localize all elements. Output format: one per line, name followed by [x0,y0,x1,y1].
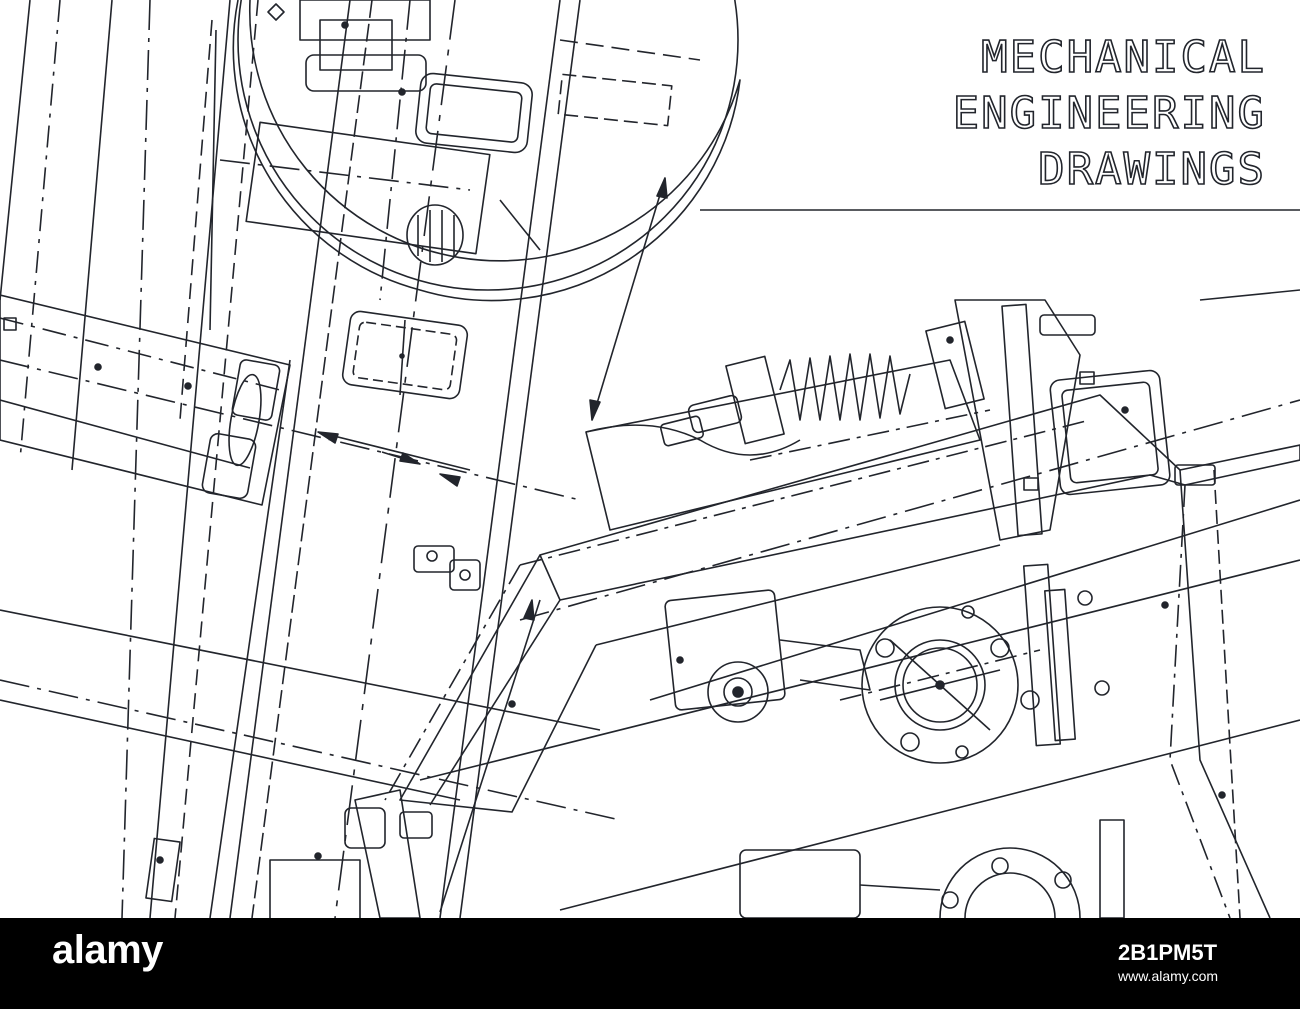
construction-lines [0,209,1300,911]
right-bracket [954,299,1216,541]
blueprint-drawing: MECHANICAL ENGINEERING DRAWINGS [0,0,1300,918]
title-line-3: DRAWINGS [1038,144,1266,195]
bent-tube-frame [384,394,1300,918]
flange-assembly [664,563,1110,764]
lower-flange [739,819,1125,918]
spring-icon [779,353,911,421]
site-link[interactable]: www.alamy.com [1118,968,1219,984]
lower-bracket [145,789,433,918]
flange-icon [861,606,1019,764]
bolt-cluster [413,545,481,591]
detail-circle [219,0,741,302]
alamy-logo: alamy [52,928,163,972]
footer-bar [0,918,1300,1009]
dimension-lines [317,177,668,913]
title-line-2: ENGINEERING [953,88,1266,139]
spring-assembly [585,320,991,531]
main-column [229,0,581,918]
bolt-icon [875,605,1040,759]
blueprint-canvas: MECHANICAL ENGINEERING DRAWINGS [0,0,1300,918]
left-cylinder [0,294,581,506]
drawing-title: MECHANICAL ENGINEERING DRAWINGS [952,31,1266,196]
image-id: 2B1PM5T [1118,940,1218,965]
title-line-1: MECHANICAL [981,32,1266,83]
